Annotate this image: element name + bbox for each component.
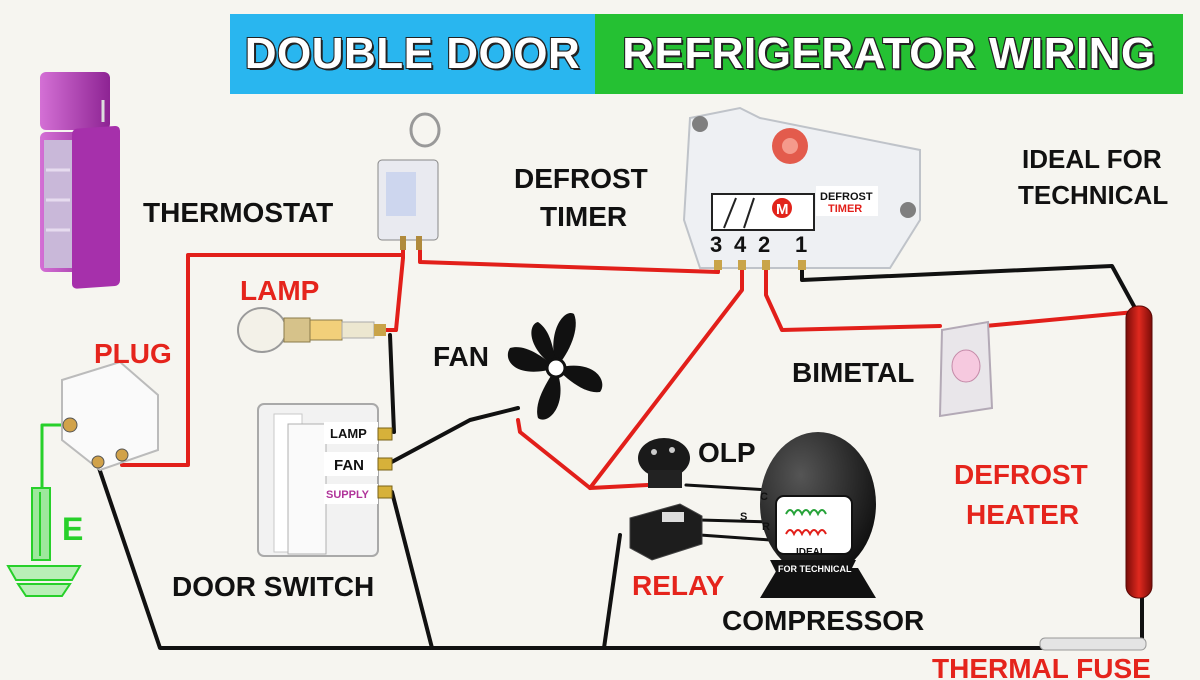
label-relay: RELAY	[632, 570, 725, 601]
bimetal-icon	[938, 320, 994, 418]
label-lamp: LAMP	[240, 275, 319, 306]
wire-timer2-bimetal	[764, 260, 942, 332]
relay-icon	[629, 503, 703, 561]
door-switch-terminal-supply: SUPPLY	[326, 489, 370, 501]
earth-ground-icon	[6, 487, 82, 597]
timer-terminal-2: 2	[758, 232, 770, 257]
label-thermal-fuse: THERMAL FUSE	[932, 653, 1151, 680]
wire-fan-olp	[516, 418, 650, 490]
refrigerator-icon	[40, 72, 120, 289]
compressor-icon	[760, 432, 876, 598]
title-banner-left: DOUBLE DOOR	[230, 14, 595, 94]
label-plug: PLUG	[94, 338, 172, 369]
label-earth: E	[62, 511, 83, 547]
timer-tag-line1: DEFROST	[820, 191, 873, 203]
label-ideal-line1: IDEAL FOR	[1022, 144, 1162, 174]
label-defrost-timer-line1: DEFROST	[514, 163, 648, 194]
compressor-terminal-r: R	[762, 521, 770, 533]
label-ideal-for-technical: IDEAL FOR TECHNICAL	[1018, 144, 1169, 210]
label-defrost-heater-line1: DEFROST	[954, 459, 1088, 490]
wire-doorswitch-fan	[386, 406, 520, 466]
label-defrost-heater: DEFROST HEATER	[954, 459, 1096, 530]
compressor-badge-line2: FOR TECHNICAL	[778, 564, 852, 574]
wire-lamp-doorswitch	[388, 333, 396, 434]
wire-neutral-return	[96, 463, 1144, 650]
wire-timer4-olp	[588, 260, 744, 490]
wire-timer1-heater	[800, 260, 1137, 310]
timer-tag-line2: TIMER	[828, 203, 862, 215]
label-thermostat: THERMOSTAT	[143, 197, 333, 228]
title-banner-right: REFRIGERATOR WIRING	[595, 14, 1183, 94]
label-ideal-line2: TECHNICAL	[1018, 180, 1168, 210]
timer-terminal-1: 1	[795, 232, 807, 257]
title-left-text: DOUBLE DOOR	[244, 29, 581, 78]
lamp-bulb-icon	[237, 307, 386, 353]
plug-icon	[61, 360, 159, 472]
wire-bimetal-heater	[983, 310, 1137, 328]
label-bimetal: BIMETAL	[792, 357, 914, 388]
wire-earth	[40, 423, 70, 507]
defrost-timer-icon	[682, 106, 921, 270]
wire-relay-neutral	[602, 533, 622, 650]
timer-motor-letter: M	[776, 201, 789, 218]
label-defrost-heater-line2: HEATER	[966, 499, 1079, 530]
label-defrost-timer: DEFROST TIMER	[514, 163, 656, 232]
wire-thermostat-timer	[418, 248, 720, 274]
title-right-text: REFRIGERATOR WIRING	[622, 29, 1156, 78]
label-fan: FAN	[433, 341, 489, 372]
timer-terminal-3: 3	[710, 232, 722, 257]
wire-olp-compressor	[684, 483, 772, 492]
thermostat-icon	[377, 112, 441, 250]
door-switch-terminal-lamp: LAMP	[330, 426, 367, 441]
compressor-terminal-c: C	[760, 491, 768, 503]
fan-icon	[507, 312, 603, 420]
defrost-heater-icon	[1125, 305, 1153, 599]
wire-relay-compressor-r	[698, 533, 772, 542]
label-defrost-timer-line2: TIMER	[540, 201, 627, 232]
wire-relay-compressor-s	[698, 518, 772, 524]
olp-icon	[638, 438, 690, 488]
label-olp: OLP	[698, 437, 756, 468]
door-switch-terminal-fan: FAN	[334, 457, 364, 474]
wire-plug-live	[120, 253, 405, 467]
timer-terminal-4: 4	[734, 232, 747, 257]
wires	[40, 238, 1144, 650]
label-compressor: COMPRESSOR	[722, 605, 924, 636]
thermal-fuse-icon	[1039, 637, 1147, 651]
wire-supply-neutral	[390, 490, 434, 650]
compressor-terminal-s: S	[740, 511, 747, 523]
label-door-switch: DOOR SWITCH	[172, 571, 374, 602]
compressor-badge-line1: IDEAL	[796, 547, 826, 558]
door-switch-icon	[257, 403, 393, 557]
